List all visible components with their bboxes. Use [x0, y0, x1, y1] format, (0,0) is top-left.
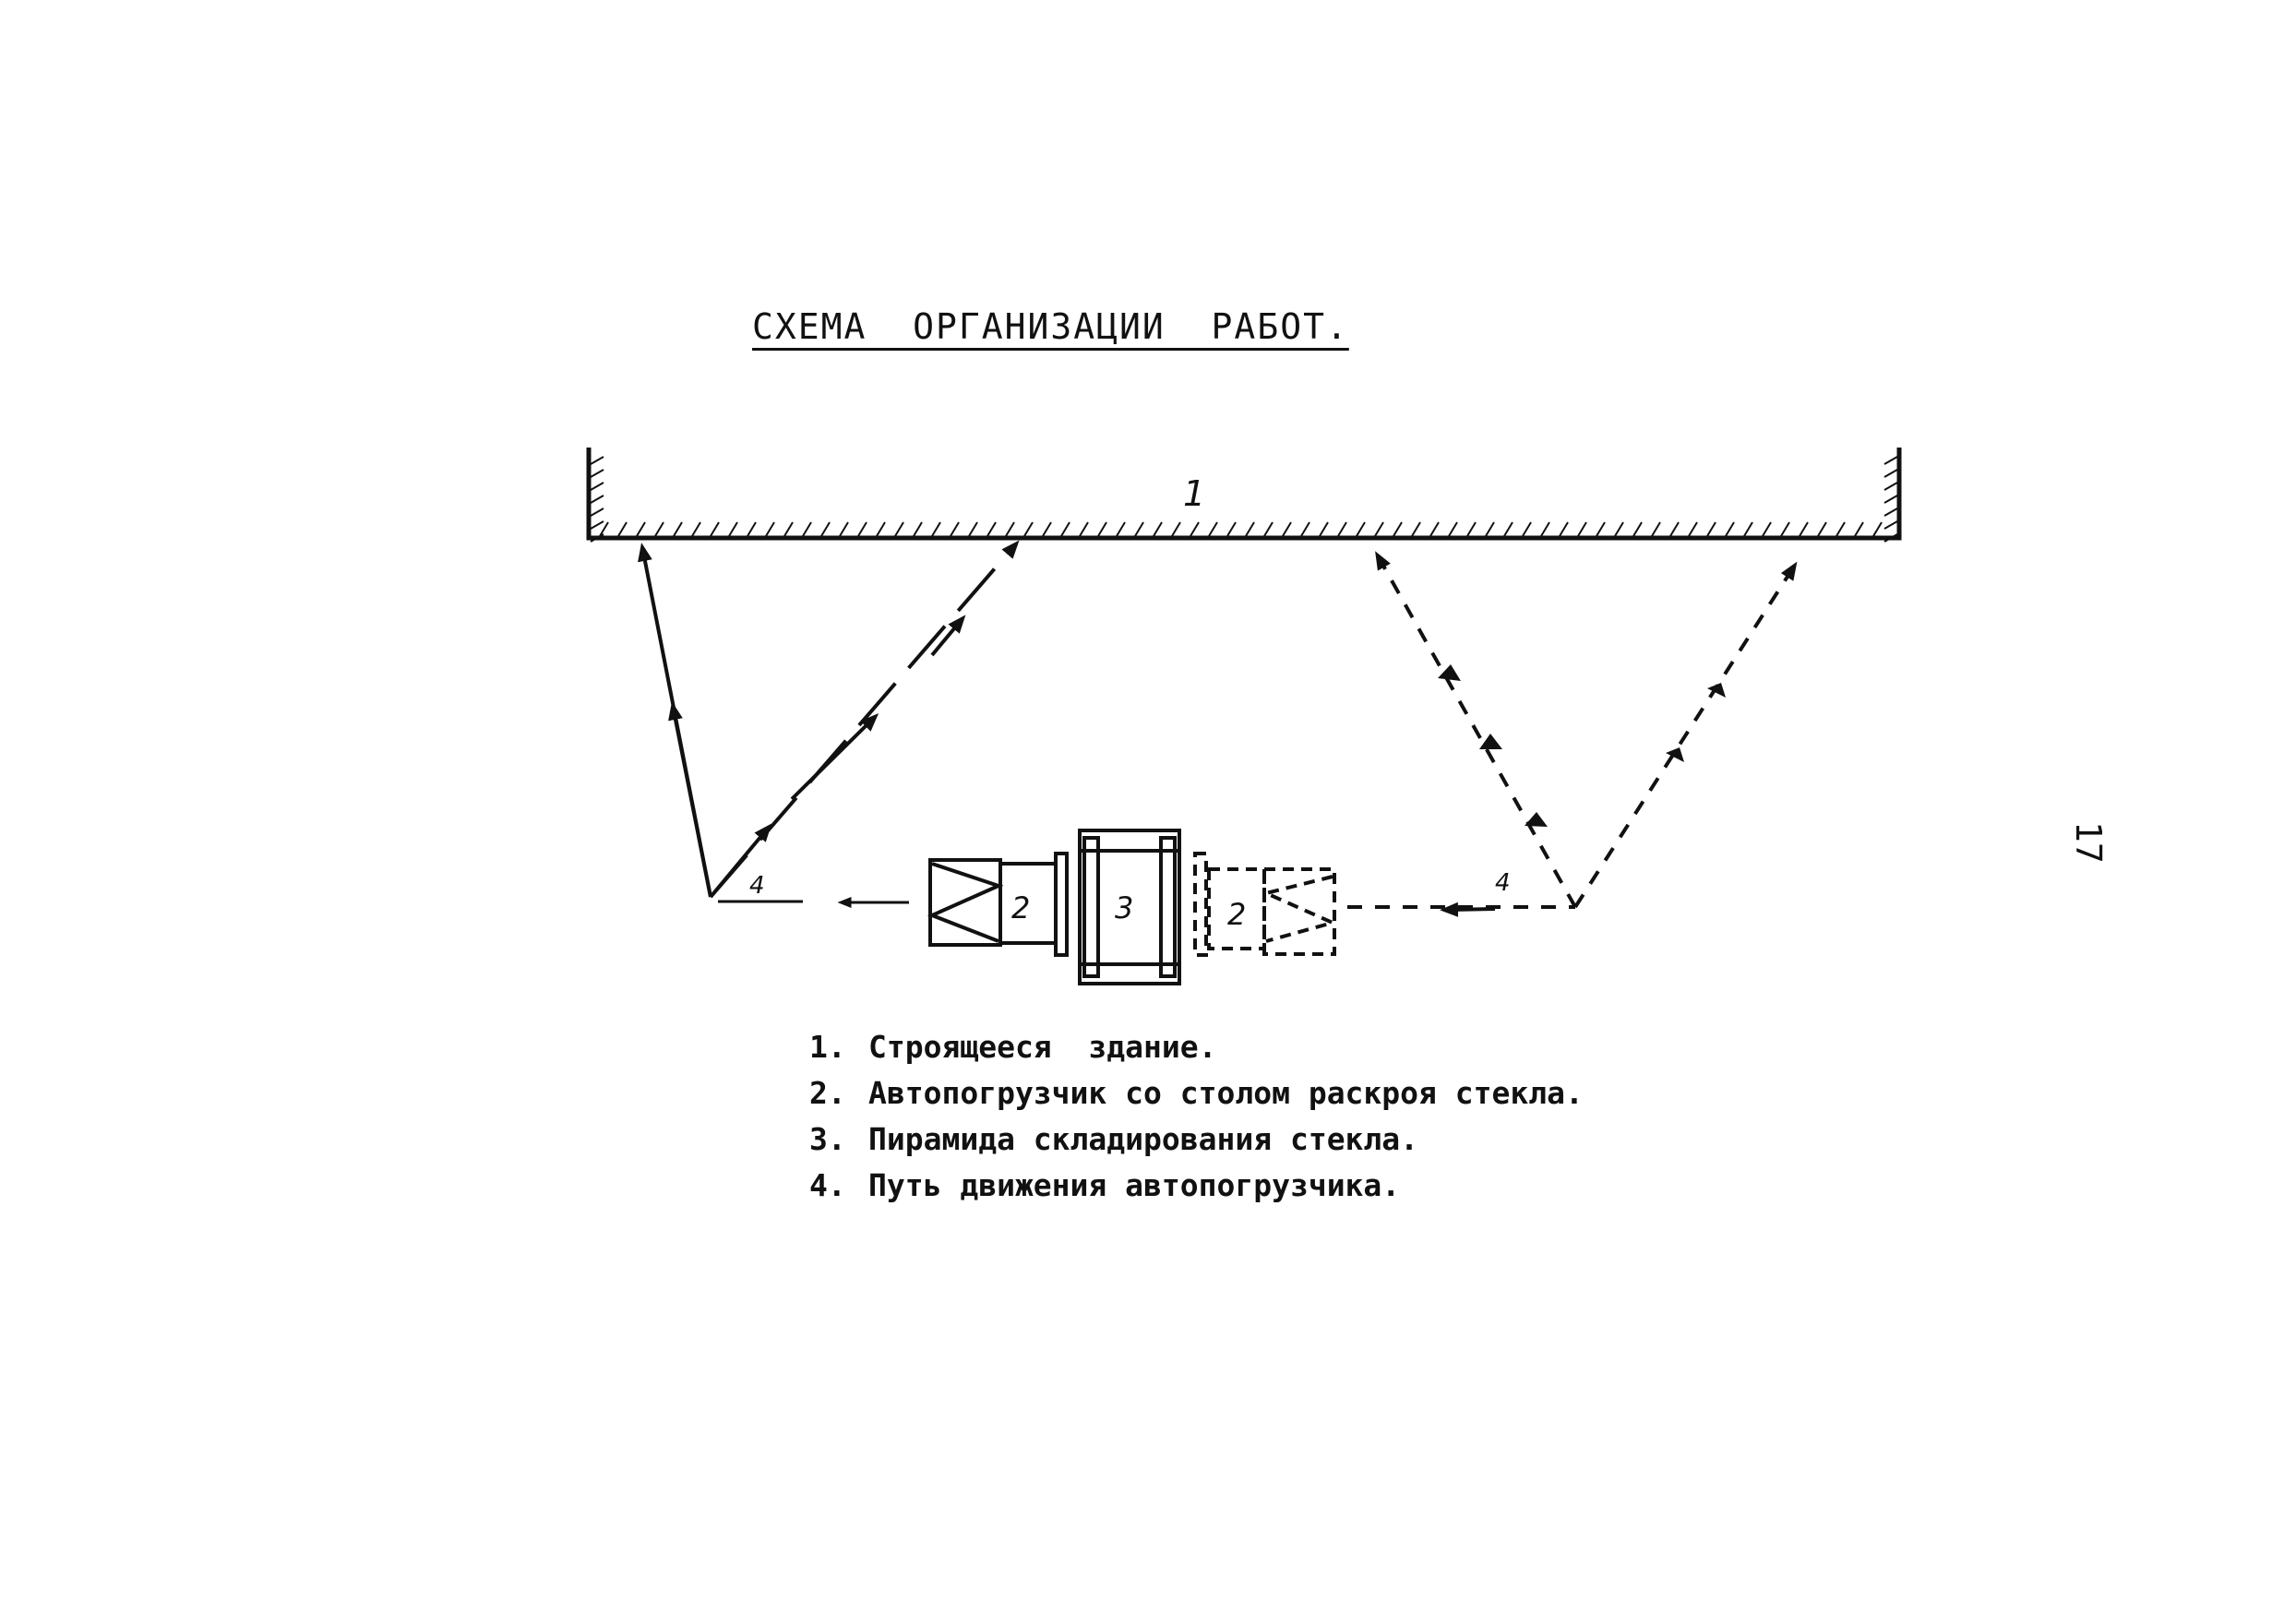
glass-storage-pyramid	[1078, 829, 1181, 985]
page-number: 17	[2068, 821, 2109, 864]
loader-left	[927, 852, 1069, 957]
legend: 1.Строящееся здание. 2.Автопогрузчик со …	[809, 1024, 1584, 1209]
label-loader-left: 2	[1011, 890, 1030, 925]
legend-item: 2.Автопогрузчик со столом раскроя стекла…	[809, 1075, 1584, 1111]
legend-item: 1.Строящееся здание.	[809, 1029, 1217, 1065]
label-pyramid: 3	[1115, 890, 1133, 925]
label-building: 1	[1183, 473, 1205, 514]
left-movement-path	[638, 540, 1020, 908]
diagram-title: СХЕМА ОРГАНИЗАЦИИ РАБОТ.	[752, 306, 1349, 347]
label-loader-right: 2	[1227, 897, 1246, 932]
legend-item: 3.Пирамида складирования стекла.	[809, 1121, 1419, 1157]
loader-right	[1193, 852, 1338, 957]
building-outline	[586, 448, 1902, 543]
right-path-arrowheads	[1438, 664, 1726, 827]
label-path-right: 4	[1495, 869, 1511, 897]
right-movement-path	[1347, 551, 1798, 917]
legend-item: 4.Путь движения автопогрузчика.	[809, 1167, 1401, 1203]
label-path-left: 4	[749, 872, 765, 900]
